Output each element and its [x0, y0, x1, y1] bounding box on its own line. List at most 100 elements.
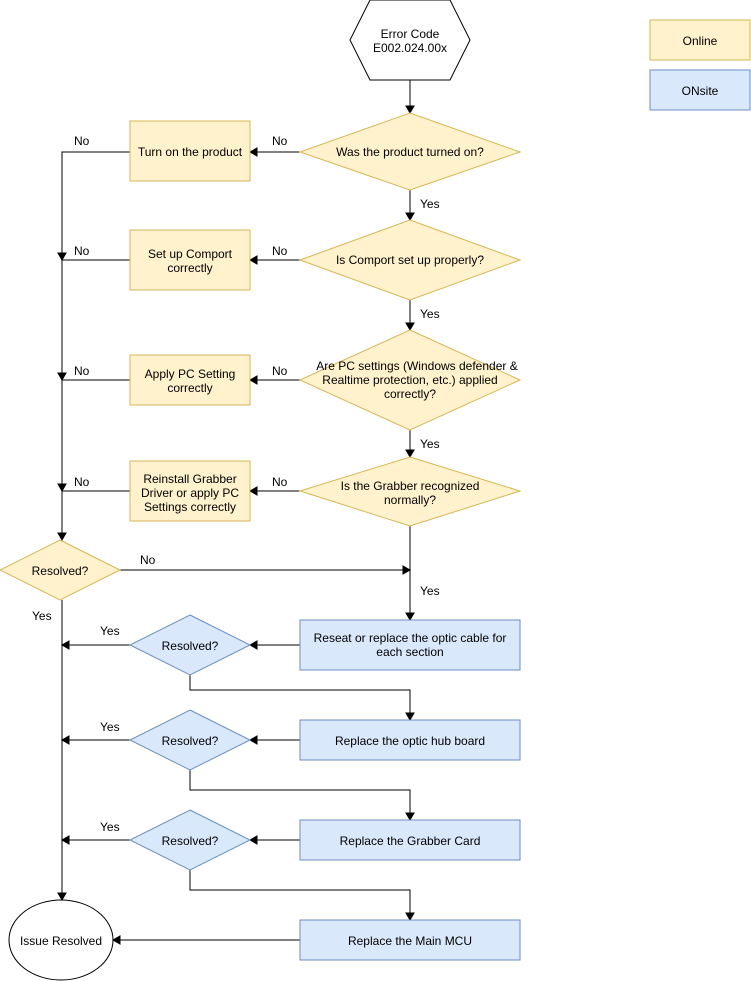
arrowhead — [405, 322, 415, 332]
action-box — [299, 819, 521, 861]
arrowhead — [60, 835, 70, 845]
arrowhead — [60, 735, 70, 745]
edge-q-resolved-2-to-a-optic-hub — [189, 675, 411, 713]
edge-label-yes: Yes — [420, 437, 440, 451]
node-label-line: Replace the Main MCU — [348, 934, 472, 948]
decision-diamond — [128, 809, 252, 871]
action-replace-main-mcu: Replace the Main MCU — [299, 919, 521, 961]
legend-swatch-online — [649, 19, 751, 61]
node-label-line: Replace the Grabber Card — [340, 834, 481, 848]
edge-label-no: No — [272, 244, 288, 258]
edge-label-yes: Yes — [100, 624, 120, 638]
arrowhead — [111, 935, 121, 945]
arrowhead — [405, 612, 415, 622]
edge-a-grabber-to-q-resolved-1 — [61, 490, 130, 533]
action-replace-optic-hub: Replace the optic hub board — [299, 719, 521, 761]
edge-label-no: No — [272, 364, 288, 378]
arrowhead — [248, 486, 258, 496]
action-reseat-optic-cable: Reseat or replace the optic cable for ea… — [299, 619, 521, 671]
edge-label-yes: Yes — [420, 584, 440, 598]
node-label-line: Turn on the product — [138, 145, 243, 159]
arrowhead — [248, 640, 258, 650]
decision-product-turned-on: Was the product turned on? — [298, 112, 522, 191]
action-turn-on-product: Turn on the product — [129, 120, 251, 182]
edge-q-resolved-3-to-a-grabber-card — [189, 770, 411, 813]
node-label-line: Was the product turned on? — [336, 145, 484, 159]
action-reinstall-grabber-driver: Reinstall Grabber Driver or apply PC Set… — [129, 460, 251, 522]
edge-label-no: No — [74, 134, 90, 148]
arrowhead — [57, 252, 67, 262]
decision-diamond — [298, 219, 522, 301]
arrowhead — [248, 147, 258, 157]
arrowhead — [248, 375, 258, 385]
arrowhead — [57, 892, 67, 902]
decision-pc-settings: Are PC settings (Windows defender & Real… — [298, 329, 522, 431]
legend-label-onsite: ONsite — [682, 84, 719, 98]
arrowhead — [405, 105, 415, 115]
node-label-line: Resolved? — [32, 564, 89, 578]
arrowhead — [57, 372, 67, 382]
node-label-line: normally? — [384, 493, 436, 507]
legend-label-online: Online — [683, 34, 718, 48]
node-label-line: Issue Resolved — [20, 934, 102, 948]
legend-swatch-onsite — [649, 69, 751, 111]
node-label-line: Reseat or replace the optic cable for — [314, 631, 507, 645]
edge-a-pc-settings-to-left-line — [61, 379, 130, 484]
arrowhead — [405, 712, 415, 722]
node-label-line: correctly — [167, 261, 212, 275]
edge-a-comport-to-left-line — [61, 259, 130, 373]
arrowhead — [248, 735, 258, 745]
edges — [57, 80, 415, 945]
edge-label-no: No — [272, 134, 288, 148]
node-label-line: Are PC settings (Windows defender & — [316, 359, 517, 373]
decision-grabber-recognized: Is the Grabber recognized normally? — [298, 456, 522, 527]
action-set-up-comport: Set up Comport correctly — [129, 229, 251, 291]
decision-resolved-after-optic-hub: Resolved? — [128, 709, 252, 771]
action-box — [299, 719, 521, 761]
start-node: Error Code E002.024.00x — [349, 0, 471, 81]
action-box — [129, 120, 251, 182]
edge-label-no: No — [272, 475, 288, 489]
arrowhead — [405, 912, 415, 922]
arrowhead — [60, 640, 70, 650]
arrowhead — [248, 835, 258, 845]
arrowhead — [405, 812, 415, 822]
node-label-line: Driver or apply PC — [141, 486, 239, 500]
action-box — [299, 619, 521, 671]
node-label-line: Settings correctly — [144, 500, 236, 514]
edge-labels: No No Yes No No Yes No No Yes No No No Y… — [32, 134, 440, 834]
action-box — [129, 354, 251, 406]
edge-label-yes: Yes — [420, 197, 440, 211]
edge-label-no: No — [140, 553, 156, 567]
node-label-line: Resolved? — [162, 639, 219, 653]
arrowhead — [405, 212, 415, 222]
decision-comport: Is Comport set up properly? — [298, 219, 522, 301]
decision-diamond — [0, 539, 122, 601]
action-box — [129, 460, 251, 522]
node-label-line: Error Code — [381, 27, 440, 41]
legend: Online ONsite — [649, 19, 751, 111]
edge-label-yes: Yes — [420, 307, 440, 321]
arrowhead — [57, 483, 67, 493]
node-label-line: Is Comport set up properly? — [336, 253, 484, 267]
decision-resolved-after-optic-cable: Resolved? — [128, 614, 252, 676]
node-label-line: correctly? — [384, 387, 436, 401]
decision-diamond — [298, 112, 522, 191]
start-hexagon — [349, 0, 471, 81]
node-label-line: Is the Grabber recognized — [341, 479, 480, 493]
edge-label-yes: Yes — [32, 609, 52, 623]
node-label-line: E002.024.00x — [373, 41, 447, 55]
decision-diamond — [298, 456, 522, 527]
end-node: Issue Resolved — [8, 899, 114, 981]
decision-diamond — [128, 614, 252, 676]
edge-label-yes: Yes — [100, 720, 120, 734]
edge-q-resolved-4-to-a-main-mcu — [189, 870, 411, 913]
arrowhead — [405, 449, 415, 459]
edge-a-turn-on-to-left-line — [61, 151, 130, 253]
decision-diamond — [298, 329, 522, 431]
node-label-line: Reinstall Grabber — [143, 472, 236, 486]
node-label-line: Set up Comport — [148, 247, 233, 261]
node-label-line: Realtime protection, etc.) applied — [322, 373, 497, 387]
edge-label-yes: Yes — [100, 820, 120, 834]
